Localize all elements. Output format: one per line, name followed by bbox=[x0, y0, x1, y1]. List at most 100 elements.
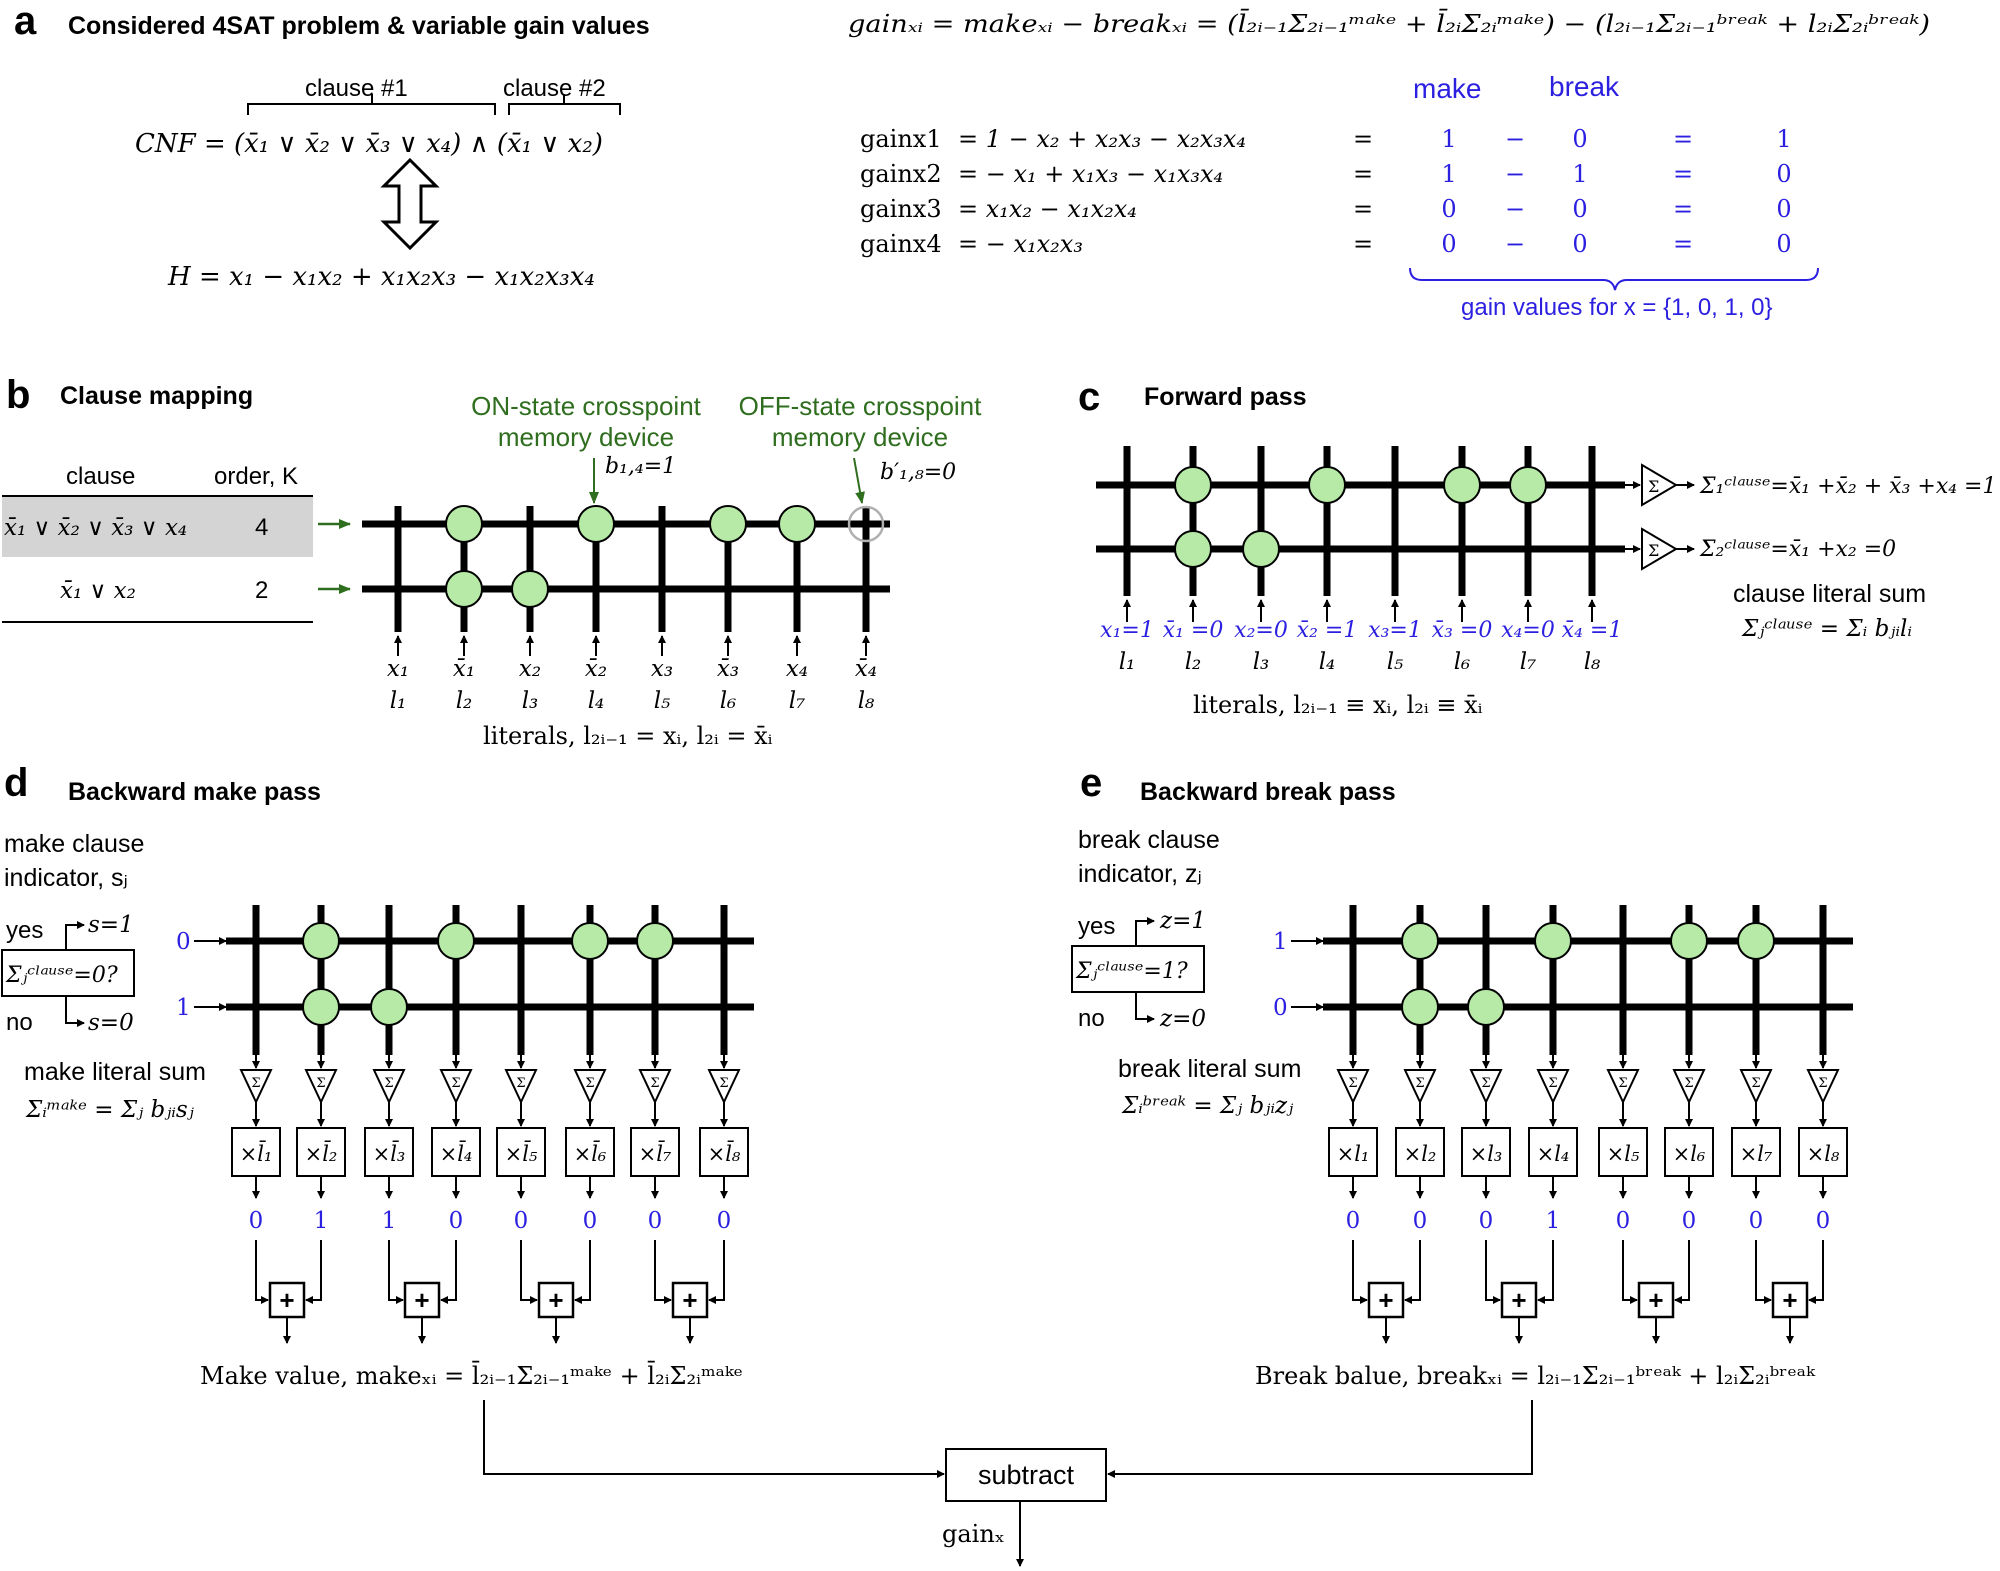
gain-row-3-equals: = bbox=[1673, 195, 1693, 223]
adder-left-input-4 bbox=[1755, 1240, 1772, 1304]
break-no-arrow bbox=[1135, 992, 1155, 1023]
clause1-label: clause #1 bbox=[305, 75, 408, 102]
column-summer-sigma-3: Σ bbox=[1481, 1076, 1490, 1091]
multiplier-box-1 bbox=[1328, 1127, 1378, 1177]
gain-row-3-minus: − bbox=[1505, 195, 1525, 223]
panel-e: e Backward break pass break clause indic… bbox=[1071, 761, 1853, 1390]
column-summer-sigma-7: Σ bbox=[1751, 1076, 1760, 1091]
gain-row-1-break: 0 bbox=[1572, 125, 1587, 153]
adder-right-input-1 bbox=[1404, 1240, 1421, 1304]
panel-letter-e: e bbox=[1080, 761, 1102, 805]
gain-row-1-lhs: gainx1 bbox=[860, 125, 942, 153]
multiplier-7: ×l̄₇ bbox=[639, 1140, 672, 1166]
column-input-7: x₄=0 bbox=[1501, 618, 1555, 643]
break-yes: yes bbox=[1078, 913, 1115, 940]
panel-d: d Backward make pass make clause indicat… bbox=[1, 761, 754, 1390]
table-row1-clause: x̄₁ ∨ x̄₂ ∨ x̄₃ ∨ x₄ bbox=[4, 515, 187, 541]
off-device-r1-c8 bbox=[847, 505, 885, 543]
gain-row-2-result: 0 bbox=[1776, 160, 1791, 188]
make-literal-sum-title: make literal sum bbox=[24, 1058, 206, 1086]
row-summer-1 bbox=[1641, 463, 1678, 507]
multiplier-box-7 bbox=[1731, 1127, 1781, 1177]
column-summer-sigma-7: Σ bbox=[650, 1076, 659, 1091]
adder-right-input-4 bbox=[1808, 1240, 1824, 1304]
break-yes-output: z=1 bbox=[1159, 908, 1206, 934]
column-var-2: x̄₁ bbox=[453, 656, 475, 682]
make-indicator-title-1: make clause bbox=[4, 830, 144, 858]
column-input-2: x̄₁ =0 bbox=[1163, 618, 1224, 643]
multiplier-8: ×l₈ bbox=[1807, 1142, 1840, 1166]
multiplier-6: ×l̄₆ bbox=[574, 1140, 607, 1166]
adder-plus-4: + bbox=[1782, 1285, 1797, 1315]
off-device-value: b′₁,₈=0 bbox=[880, 460, 956, 485]
column-summer-1 bbox=[1336, 1069, 1370, 1105]
column-var-3: x₂ bbox=[519, 656, 541, 682]
column-summer-6 bbox=[573, 1069, 607, 1105]
column-literal-7: l₇ bbox=[1520, 649, 1537, 675]
column-summer-sigma-1: Σ bbox=[1348, 1076, 1357, 1091]
subtract-label: subtract bbox=[978, 1460, 1075, 1490]
column-var-4: x̄₂ bbox=[585, 656, 607, 682]
table-row2-clause: x̄₁ ∨ x₂ bbox=[60, 578, 136, 604]
make-no: no bbox=[6, 1009, 33, 1036]
adder-left-input-1 bbox=[255, 1240, 269, 1304]
column-summer-1 bbox=[239, 1069, 273, 1105]
table-row2-order: 2 bbox=[255, 577, 268, 604]
make-condition-box bbox=[1, 949, 135, 997]
equivalence-arrow bbox=[380, 157, 440, 251]
multiplier-4: ×l₄ bbox=[1537, 1142, 1570, 1166]
adder-right-input-3 bbox=[1674, 1240, 1690, 1304]
literal-output-6: 0 bbox=[583, 1208, 598, 1234]
clause2-sum: Σ₂ᶜˡᵃᵘˢᵉ=x̄₁ +x₂ =0 bbox=[1699, 537, 1896, 562]
multiplier-box-1 bbox=[231, 1127, 281, 1177]
adder-left-input-4 bbox=[654, 1240, 672, 1304]
on-device-r2-c3 bbox=[370, 988, 408, 1026]
multiplier-box-8 bbox=[1798, 1127, 1848, 1177]
break-column-label: break bbox=[1549, 71, 1620, 102]
column-literal-8: l₈ bbox=[1584, 649, 1601, 675]
column-summer-sigma-8: Σ bbox=[1818, 1076, 1827, 1091]
column-summer-5 bbox=[504, 1069, 538, 1105]
literal-output-5: 0 bbox=[514, 1208, 529, 1234]
column-literal-6: l₆ bbox=[1454, 649, 1471, 675]
gain-row-2-equals: = bbox=[1673, 160, 1693, 188]
adder-plus-1: + bbox=[1378, 1285, 1393, 1315]
column-literal-4: l₄ bbox=[588, 688, 605, 714]
adder-plus-4: + bbox=[682, 1285, 697, 1315]
gain-output-label: gainₓ bbox=[942, 1520, 1005, 1548]
column-summer-sigma-5: Σ bbox=[1618, 1076, 1627, 1091]
panel-a-title: Considered 4SAT problem & variable gain … bbox=[68, 12, 650, 40]
column-summer-5 bbox=[1606, 1069, 1640, 1105]
gain-row-1-result: 1 bbox=[1776, 125, 1791, 153]
literal-output-5: 0 bbox=[1616, 1208, 1631, 1234]
literal-output-8: 0 bbox=[717, 1208, 732, 1234]
subtract-box bbox=[945, 1448, 1107, 1502]
panel-b: b Clause mapping clause order, K x̄₁ ∨ x… bbox=[2, 373, 982, 750]
column-literal-5: l₅ bbox=[654, 688, 671, 714]
literal-output-4: 1 bbox=[1546, 1208, 1561, 1234]
table-header-order: order, K bbox=[214, 463, 298, 490]
make-condition: Σⱼᶜˡᵃᵘˢᵉ=0? bbox=[5, 963, 118, 988]
gain-row-3-make: 0 bbox=[1441, 195, 1456, 223]
multiplier-box-4 bbox=[1528, 1127, 1578, 1177]
column-literal-2: l₂ bbox=[456, 688, 473, 714]
break-yes-arrow bbox=[1135, 917, 1155, 946]
on-device-r1-c4 bbox=[1308, 466, 1346, 504]
on-device-r1-c7 bbox=[1509, 466, 1547, 504]
literals-note-b: literals, l₂ᵢ₋₁ = xᵢ, l₂ᵢ = x̄ᵢ bbox=[483, 722, 773, 750]
on-device-r1-c7 bbox=[778, 505, 816, 543]
make-indicator-title-2: indicator, sⱼ bbox=[4, 864, 128, 892]
literal-output-6: 0 bbox=[1682, 1208, 1697, 1234]
gain-row-4-minus: − bbox=[1505, 230, 1525, 258]
column-summer-sigma-1: Σ bbox=[251, 1076, 260, 1091]
panel-d-title: Backward make pass bbox=[68, 778, 321, 806]
gain-values-brace bbox=[1409, 267, 1819, 291]
on-device-r1-c4 bbox=[577, 505, 615, 543]
gain-row-1-eq: = bbox=[1353, 125, 1373, 153]
panel-a: a Considered 4SAT problem & variable gai… bbox=[14, 0, 1930, 321]
multiplier-1: ×l₁ bbox=[1337, 1142, 1370, 1166]
adder-left-input-2 bbox=[388, 1240, 404, 1304]
literal-output-2: 1 bbox=[314, 1208, 329, 1234]
